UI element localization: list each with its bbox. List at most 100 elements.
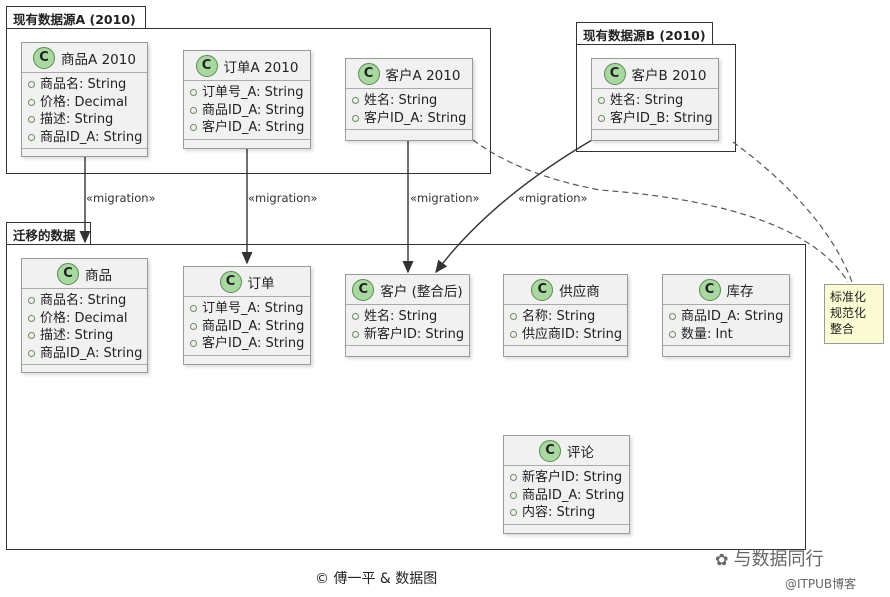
field-text: 供应商ID: String [522, 326, 623, 342]
migration-label-product: «migration» [86, 191, 156, 205]
note-line: 规范化 [830, 306, 867, 320]
class-name: 商品 [85, 267, 112, 284]
class-icon: C [219, 270, 242, 293]
watermark-main: 与数据同行 [733, 549, 824, 570]
class-product[interactable]: C 商品 商品名: String 价格: Decimal 描述: String 商… [21, 258, 148, 373]
field-text: 姓名: String [610, 93, 684, 108]
field-row: 客户ID_A: String [190, 119, 304, 137]
field-visibility-icon [669, 330, 676, 338]
migration-label-customer-a: «migration» [410, 191, 480, 205]
field-text: 新客户ID: String [522, 470, 623, 485]
class-icon: C [57, 262, 79, 285]
class-review[interactable]: C 评论 新客户ID: String 商品ID_A: String 内容: Str… [503, 435, 630, 534]
field-row: 价格: Decimal [28, 94, 141, 112]
class-name: 库存 [726, 283, 754, 300]
field-visibility-icon [28, 134, 35, 142]
field-text: 商品名: String [40, 293, 127, 308]
field-visibility-icon [598, 97, 605, 105]
class-order-a[interactable]: C 订单A 2010 订单号_A: String 商品ID_A: String 客… [183, 50, 311, 149]
field-text: 姓名: String [364, 93, 438, 108]
class-inventory[interactable]: C 库存 商品ID_A: String 数量: Int [662, 274, 790, 357]
field-visibility-icon [190, 340, 197, 348]
field-row: 订单号_A: String [190, 300, 304, 318]
field-visibility-icon [190, 124, 197, 132]
field-text: 新客户ID: String [364, 326, 465, 342]
package-tab-source-a: 现有数据源A (2010) [6, 6, 146, 29]
class-supplier[interactable]: C 供应商 名称: String 供应商ID: String [503, 274, 628, 357]
credit-text: © 傅一平 & 数据图 [315, 571, 438, 587]
field-row: 新客户ID: String [510, 469, 623, 487]
field-row: 姓名: String [598, 92, 712, 110]
field-text: 数量: Int [681, 326, 733, 342]
class-name: 供应商 [559, 283, 600, 300]
class-icon: C [603, 62, 626, 85]
field-visibility-icon [28, 81, 35, 89]
field-visibility-icon [669, 313, 676, 321]
migration-label-order: «migration» [248, 191, 318, 205]
field-text: 商品ID_A: String [202, 102, 305, 118]
field-visibility-icon [510, 330, 517, 338]
class-icon: C [539, 439, 561, 462]
field-row: 姓名: String [352, 308, 463, 326]
field-row: 新客户ID: String [352, 326, 465, 344]
class-icon: C [531, 278, 554, 301]
class-icon: C [357, 62, 380, 85]
field-text: 描述: String [40, 328, 114, 344]
field-row: 商品ID_A: String [28, 129, 143, 147]
field-visibility-icon [28, 350, 35, 358]
class-icon: C [352, 278, 375, 301]
note-standardize: 标准化 规范化 整合 [824, 284, 884, 344]
field-text: 商品名: String [40, 77, 127, 92]
field-text: 商品ID_A: String [40, 345, 143, 361]
field-text: 名称: String [522, 309, 596, 324]
field-visibility-icon [510, 509, 517, 517]
field-row: 供应商ID: String [510, 326, 623, 344]
field-row: 商品ID_A: String [190, 318, 304, 336]
field-row: 姓名: String [352, 92, 466, 110]
class-icon: C [698, 278, 721, 301]
field-text: 客户ID_A: String [202, 336, 305, 352]
field-visibility-icon [510, 313, 517, 321]
field-text: 价格: Decimal [40, 310, 128, 326]
field-text: 内容: String [522, 505, 596, 521]
field-row: 客户ID_B: String [598, 110, 713, 128]
field-row: 商品ID_A: String [190, 102, 304, 120]
field-text: 订单号_A: String [202, 85, 304, 100]
field-visibility-icon [190, 322, 197, 330]
class-name: 客户B 2010 [631, 67, 707, 84]
field-row: 商品ID_A: String [669, 308, 783, 326]
package-tab-source-b: 现有数据源B (2010) [576, 22, 713, 45]
package-title-source-b: 现有数据源B (2010) [583, 28, 706, 43]
wechat-icon: ✿ [715, 550, 729, 569]
migration-label-customer-b: «migration» [518, 191, 588, 205]
field-visibility-icon [352, 114, 359, 122]
note-line: 整合 [830, 322, 855, 336]
field-text: 价格: Decimal [40, 94, 128, 110]
field-row: 商品名: String [28, 76, 141, 94]
field-text: 客户ID_A: String [364, 110, 467, 126]
field-row: 名称: String [510, 308, 621, 326]
field-visibility-icon [28, 332, 35, 340]
package-tab-migrated: 迁移的数据 [6, 222, 91, 245]
field-row: 商品ID_A: String [510, 487, 624, 505]
field-text: 描述: String [40, 112, 114, 128]
class-customer-b[interactable]: C 客户B 2010 姓名: String 客户ID_B: String [591, 58, 719, 141]
field-row: 客户ID_A: String [352, 110, 466, 128]
class-icon: C [195, 54, 218, 77]
class-icon: C [33, 46, 56, 69]
field-visibility-icon [510, 491, 517, 499]
field-text: 客户ID_B: String [610, 110, 713, 126]
package-title-migrated: 迁移的数据 [13, 228, 76, 243]
field-row: 商品ID_A: String [28, 345, 143, 363]
field-visibility-icon [28, 297, 35, 305]
field-text: 商品ID_A: String [40, 129, 143, 145]
field-visibility-icon [28, 116, 35, 124]
class-name: 评论 [567, 444, 594, 461]
field-row: 价格: Decimal [28, 310, 141, 328]
field-visibility-icon [190, 106, 197, 114]
class-name: 订单A 2010 [223, 59, 299, 76]
